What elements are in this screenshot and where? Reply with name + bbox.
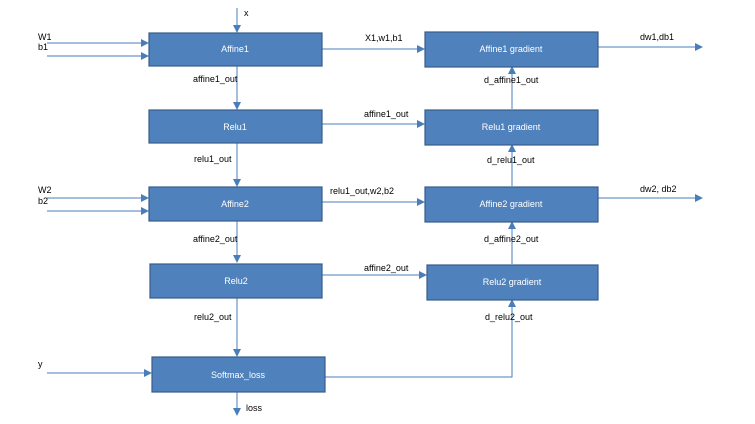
- label-dw1-db1: dw1,db1: [640, 32, 674, 42]
- label-affine2-out-right: affine2_out: [364, 263, 409, 273]
- affine2-gradient-node: Affine2 gradient: [424, 186, 599, 223]
- label-d-affine2-out: d_affine2_out: [484, 234, 539, 244]
- affine1-gradient-node: Affine1 gradient: [424, 31, 599, 68]
- affine1-label: Affine1: [221, 44, 249, 54]
- label-b2: b2: [38, 196, 48, 206]
- relu1-gradient-node: Relu1 gradient: [424, 109, 599, 146]
- label-dw2-db2: dw2, db2: [640, 184, 677, 194]
- label-d-relu2-out: d_relu2_out: [485, 312, 533, 322]
- relu1-node: Relu1: [148, 109, 323, 144]
- affine2-gradient-label: Affine2 gradient: [480, 199, 543, 209]
- label-affine1-out: affine1_out: [193, 74, 238, 84]
- relu1-gradient-label: Relu1 gradient: [482, 122, 541, 132]
- label-loss: loss: [246, 403, 263, 413]
- edge-softmax-to-relu2-gradient: [325, 299, 516, 378]
- softmax-loss-node: Softmax_loss: [151, 356, 326, 393]
- label-d-affine1-out: d_affine1_out: [484, 75, 539, 85]
- label-d-relu1-out: d_relu1_out: [487, 155, 535, 165]
- relu2-gradient-label: Relu2 gradient: [483, 277, 542, 287]
- label-relu1-out-w2-b2: relu1_out,w2,b2: [330, 186, 394, 196]
- affine2-node: Affine2: [148, 186, 323, 222]
- label-affine2-out: affine2_out: [193, 234, 238, 244]
- relu2-node: Relu2: [149, 263, 323, 299]
- label-affine1-out-right: affine1_out: [364, 109, 409, 119]
- label-x1-w1-b1: X1,w1,b1: [365, 33, 403, 43]
- relu2-gradient-node: Relu2 gradient: [426, 264, 599, 301]
- softmax-loss-label: Softmax_loss: [211, 370, 266, 380]
- label-y: y: [38, 359, 43, 369]
- relu2-label: Relu2: [224, 276, 248, 286]
- label-x: x: [244, 8, 249, 18]
- label-b1: b1: [38, 42, 48, 52]
- label-relu2-out: relu2_out: [194, 312, 232, 322]
- label-relu1-out: relu1_out: [194, 154, 232, 164]
- affine1-gradient-label: Affine1 gradient: [480, 44, 543, 54]
- relu1-label: Relu1: [223, 122, 247, 132]
- label-w2: W2: [38, 185, 52, 195]
- affine2-label: Affine2: [221, 199, 249, 209]
- label-w1: W1: [38, 32, 52, 42]
- affine1-node: Affine1: [148, 32, 323, 67]
